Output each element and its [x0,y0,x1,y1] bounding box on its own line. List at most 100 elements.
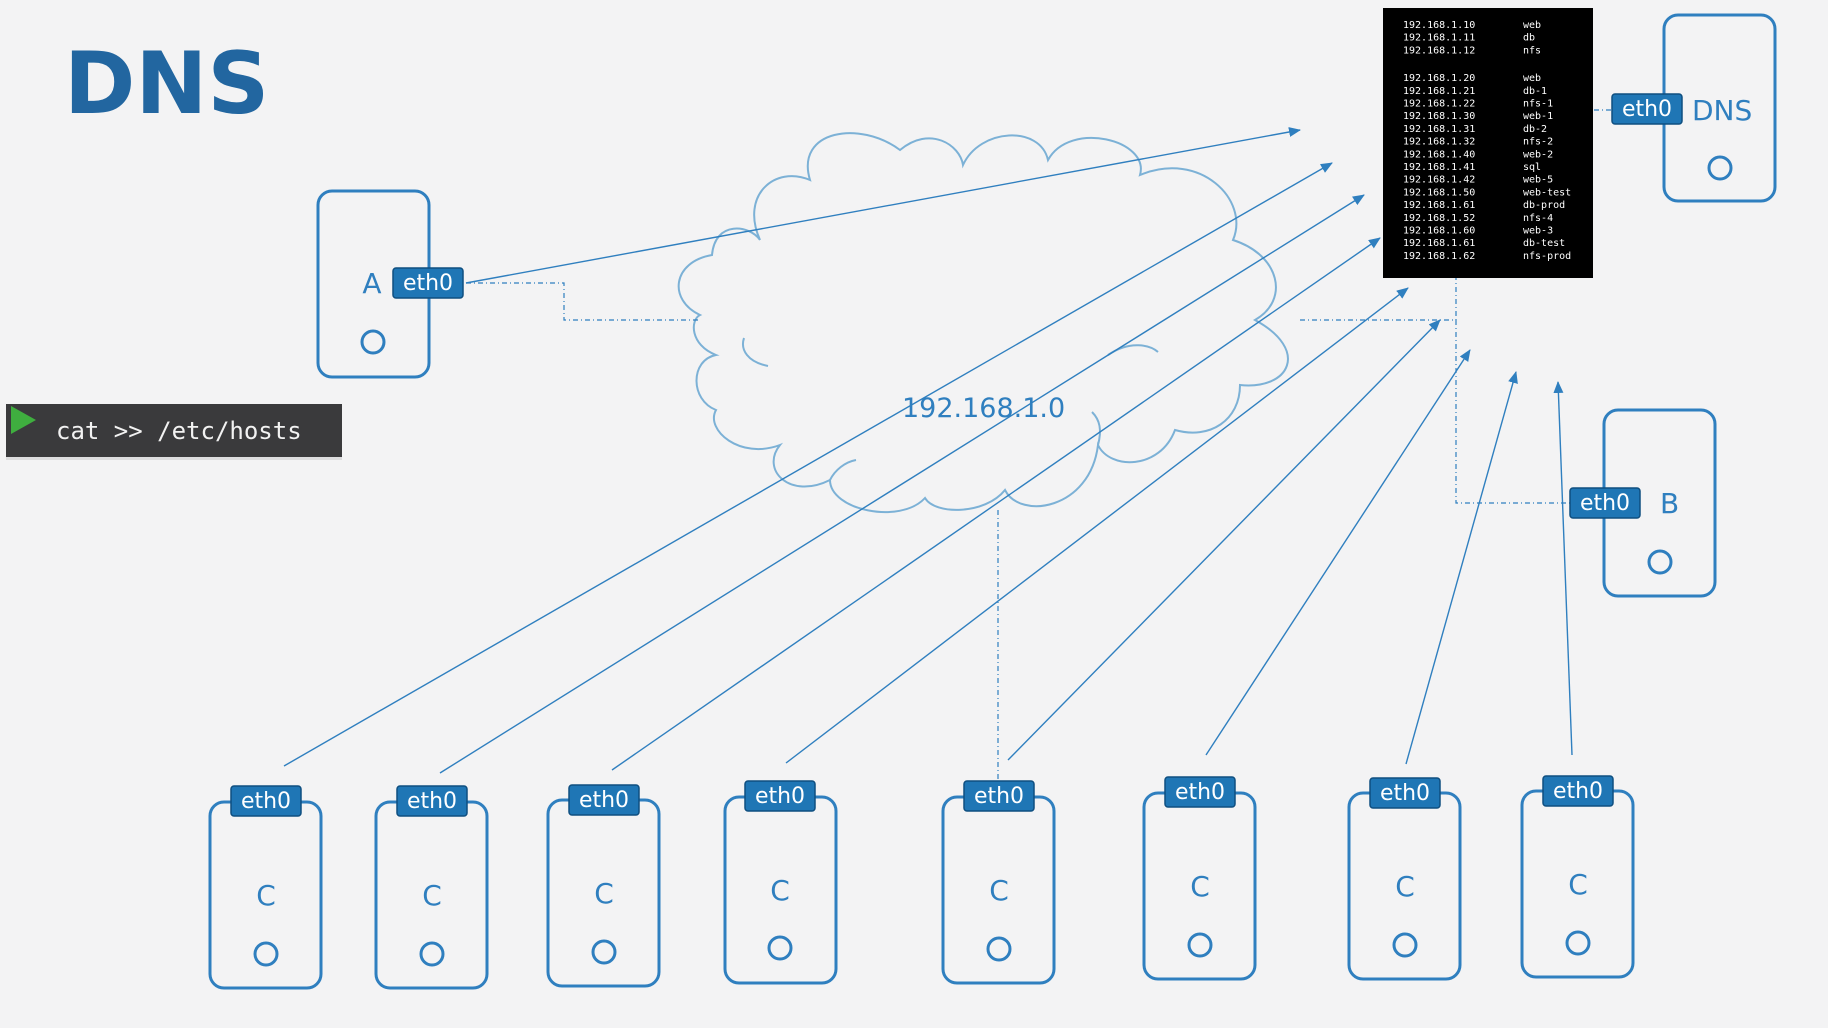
svg-text:eth0: eth0 [579,788,629,813]
terminal-command-bar: cat >> /etc/hosts [6,404,342,460]
hosts-file-ip: 192.168.1.10 [1403,20,1475,31]
svg-text:eth0: eth0 [403,271,453,296]
svg-text:eth0: eth0 [241,789,291,814]
svg-text:eth0: eth0 [1553,779,1603,804]
svg-text:eth0: eth0 [755,784,805,809]
node-client-label: C [1568,868,1588,901]
node-client-3: C eth0 [546,784,661,988]
hosts-file-ip: 192.168.1.62 [1403,251,1475,262]
node-client-port-icon [253,941,279,967]
hosts-file-name: sql [1523,162,1541,173]
hosts-file-name: db-prod [1523,200,1565,211]
node-client-port-icon [591,939,617,965]
hosts-file-ip: 192.168.1.22 [1403,99,1475,110]
svg-text:eth0: eth0 [407,789,457,814]
hosts-file-row: 192.168.1.11 db [1403,33,1535,44]
hosts-file-ip: 192.168.1.42 [1403,175,1475,186]
hosts-file-ip: 192.168.1.50 [1403,187,1475,198]
node-b-label: B [1660,487,1679,520]
node-client-label: C [989,874,1009,907]
node-a-port-icon [360,329,386,355]
hosts-file-row: 192.168.1.50 web-test [1403,187,1571,198]
arrow-from-client-8 [1553,381,1573,756]
svg-text:eth0: eth0 [974,784,1024,809]
node-client-label: C [1395,870,1415,903]
hosts-file-name: web [1523,73,1541,84]
hosts-file-name: nfs-2 [1523,137,1553,148]
hosts-file-name: web-test [1523,187,1571,198]
node-client-2: C eth0 [374,785,489,990]
hosts-file-ip: 192.168.1.60 [1403,226,1475,237]
node-client-port-icon [419,941,445,967]
svg-text:eth0: eth0 [1622,97,1672,122]
hosts-file-name: db-test [1523,238,1565,249]
node-client-label: C [256,879,276,912]
arrow-from-client-3 [611,237,1381,771]
hosts-file-ip: 192.168.1.61 [1403,238,1475,249]
node-client-8: C eth0 [1520,775,1635,979]
node-client-eth0-badge: eth0 [568,784,640,816]
node-client-label: C [594,877,614,910]
node-client-port-icon [986,936,1012,962]
node-client-5: C eth0 [941,780,1056,985]
node-client-port-icon [1187,932,1213,958]
hosts-file-name: web-3 [1523,226,1553,237]
arrow-from-client-7 [1405,371,1518,765]
node-client-eth0-badge: eth0 [1369,777,1441,809]
hosts-file-row: 192.168.1.22 nfs-1 [1403,99,1553,110]
hosts-file-name: web [1523,20,1541,31]
node-client-eth0-badge: eth0 [230,785,302,817]
node-client-eth0-badge: eth0 [963,780,1035,812]
hosts-file-ip: 192.168.1.11 [1403,33,1475,44]
arrow-from-client-5 [1007,319,1441,761]
node-client-1: C eth0 [208,785,323,990]
dns-query-arrows [283,127,1573,774]
hosts-file-name: db-1 [1523,86,1547,97]
hosts-file-ip: 192.168.1.12 [1403,45,1475,56]
terminal-command: cat >> /etc/hosts [56,417,302,445]
node-a: A eth0 [316,189,464,379]
hosts-file-name: web-5 [1523,175,1553,186]
hosts-file-ip: 192.168.1.30 [1403,111,1475,122]
node-client-port-icon [1565,930,1591,956]
node-dns-label: DNS [1692,94,1752,127]
hosts-file-ip: 192.168.1.20 [1403,73,1475,84]
node-client-6: C eth0 [1142,776,1257,981]
node-client-eth0-badge: eth0 [744,780,816,812]
hosts-file-row: 192.168.1.10 web [1403,20,1541,31]
hosts-file-row: 192.168.1.41 sql [1403,162,1541,173]
node-dns: DNS eth0 [1611,13,1777,203]
hosts-file-row: 192.168.1.61 db-prod [1403,200,1565,211]
slide-title: DNS [64,34,269,134]
hosts-file-name: nfs-1 [1523,99,1553,110]
hosts-file-ip: 192.168.1.41 [1403,162,1475,173]
node-client-4: C eth0 [723,780,838,985]
arrow-from-client-1 [283,162,1333,767]
node-client-port-icon [1392,932,1418,958]
node-client-label: C [422,879,442,912]
node-b: B eth0 [1569,408,1717,598]
hosts-file-row: 192.168.1.20 web [1403,73,1541,84]
hosts-file-ip: 192.168.1.61 [1403,200,1475,211]
node-dns-port-icon [1707,155,1733,181]
hosts-file-row: 192.168.1.21 db-1 [1403,86,1547,97]
play-triangle-icon [11,406,36,434]
node-client-label: C [770,874,790,907]
hosts-file-ip: 192.168.1.21 [1403,86,1475,97]
arrow-from-a [465,127,1301,284]
svg-text:eth0: eth0 [1580,491,1630,516]
hosts-file-ip: 192.168.1.31 [1403,124,1475,135]
hosts-file-row: 192.168.1.42 web-5 [1403,175,1553,186]
hosts-file-name: db-2 [1523,124,1547,135]
node-client-eth0-badge: eth0 [1542,775,1614,807]
svg-text:eth0: eth0 [1380,781,1430,806]
network-cloud: 192.168.1.0 [677,132,1289,513]
node-b-eth0-badge: eth0 [1569,487,1641,519]
hosts-file-name: db [1523,33,1535,44]
